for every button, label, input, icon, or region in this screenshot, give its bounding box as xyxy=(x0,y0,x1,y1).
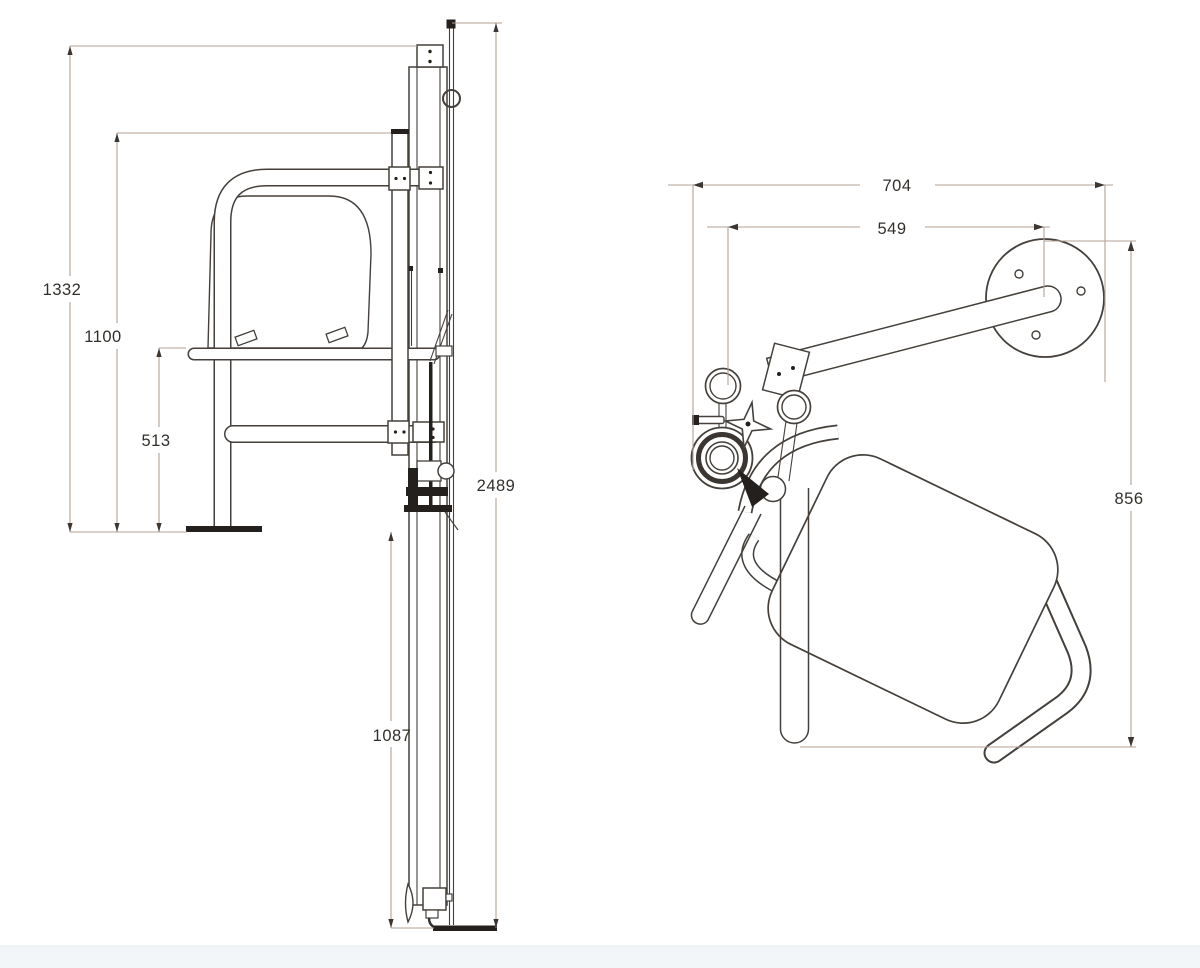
dim-label-1332: 1332 xyxy=(43,281,82,299)
dim-2489-lines xyxy=(452,22,502,928)
footer-strip xyxy=(0,946,1200,968)
actuator-rod xyxy=(429,362,433,512)
arm-clamp-bolt-1 xyxy=(777,372,781,376)
ring-link-2 xyxy=(777,420,798,482)
rod-top-cap xyxy=(446,19,456,29)
clamp-bolt-5 xyxy=(393,430,398,434)
actuator-mechanism xyxy=(404,362,459,531)
dim-label-1100: 1100 xyxy=(84,328,121,346)
mast-cap-bolt-2 xyxy=(428,59,432,64)
dim-1087-lines xyxy=(390,532,434,929)
mast-cap-bolt-1 xyxy=(428,49,432,54)
dim-549-lines xyxy=(707,226,1050,385)
mechanism-link-line xyxy=(444,511,459,531)
clamp-bolt-6 xyxy=(402,430,406,434)
mechanism-pulley xyxy=(437,462,455,480)
pole-bottom-cap xyxy=(779,728,810,744)
dark-wedge xyxy=(737,468,769,507)
bottom-motor-unit xyxy=(404,882,497,931)
clamp-mast-upper xyxy=(418,166,444,190)
clamp-blocks xyxy=(387,166,445,444)
rod-ring xyxy=(442,89,461,108)
flange-hole-1 xyxy=(1014,269,1024,279)
arm-clamp-bolt-2 xyxy=(791,366,795,370)
seat-belt-tab-right-rect xyxy=(325,326,349,344)
seat-post-cap xyxy=(391,129,409,134)
dim-label-1087: 1087 xyxy=(373,727,412,745)
motor-nub xyxy=(445,893,453,902)
dim-1100-lines xyxy=(116,132,391,532)
frame-arc-inner xyxy=(742,534,784,594)
seat-belt-tab-right xyxy=(325,326,349,344)
clamp-mast-lower xyxy=(412,421,445,443)
dim-label-856: 856 xyxy=(1114,490,1143,508)
dim-label-704: 704 xyxy=(882,177,911,195)
seat-belt-tab-left-rect xyxy=(234,329,258,347)
flange-hole-3 xyxy=(1031,330,1041,340)
donut-dark-ring xyxy=(696,432,748,484)
seat-belt-tab-left xyxy=(234,329,258,347)
slider-stop-upper xyxy=(408,266,413,271)
dim-label-549: 549 xyxy=(877,220,906,238)
brace-bracket xyxy=(435,345,453,357)
pivot-circle xyxy=(759,475,787,503)
mechanism-dark-plate-2 xyxy=(404,505,452,512)
dim-label-513: 513 xyxy=(141,432,170,450)
motor-fitting xyxy=(425,909,439,919)
bearing-donut xyxy=(690,426,754,490)
donut-mid xyxy=(705,441,739,475)
clamp-bolt-2 xyxy=(402,176,407,181)
motor-box xyxy=(422,887,447,911)
pivot-ring-2-inner xyxy=(781,394,807,420)
pivot-ring-1-outer xyxy=(704,367,742,405)
diagonal-rod xyxy=(690,505,762,625)
donut-inner xyxy=(709,445,735,471)
dim-513-lines xyxy=(158,347,186,532)
dimension-labels: 1332 1100 513 2489 1087 704 549 856 xyxy=(43,177,1143,745)
arm-clamp-group xyxy=(761,342,811,400)
side-view xyxy=(186,19,497,931)
mast-cap xyxy=(416,44,444,68)
arm-clamp-block xyxy=(761,342,811,400)
dim-label-2489: 2489 xyxy=(477,477,516,495)
pole-sides xyxy=(779,488,810,729)
clamp-bolt-3 xyxy=(428,170,433,175)
plan-view xyxy=(690,238,1105,764)
t-handle-end xyxy=(692,415,699,425)
pivot-ring-1-inner xyxy=(709,372,737,400)
clamp-bolt-4 xyxy=(428,181,433,185)
mast-foot-dark-line xyxy=(433,925,497,931)
seat-handle-inner xyxy=(985,557,1090,762)
clamp-bolt-1 xyxy=(394,176,398,181)
dimensions xyxy=(67,22,1136,929)
base-plate xyxy=(186,526,262,532)
dim-1332-lines xyxy=(69,45,417,532)
mechanism-dark-plate-1 xyxy=(406,487,448,496)
clamp-post-lower xyxy=(387,420,410,444)
dim-704-lines xyxy=(668,184,1113,470)
dim-856-lines xyxy=(800,240,1136,748)
star-knob-center xyxy=(745,421,751,427)
suction-foot xyxy=(404,882,414,924)
swing-arm xyxy=(765,285,1062,385)
slider-stop-right xyxy=(438,268,443,273)
seat-plan xyxy=(767,454,1059,724)
clamp-post-upper xyxy=(388,166,411,191)
seat-back xyxy=(207,195,372,349)
guard-rail-loop-inner xyxy=(215,170,442,527)
seat-back-hidden-edge-dashes xyxy=(363,261,370,328)
flange-hole-2 xyxy=(1076,286,1086,296)
